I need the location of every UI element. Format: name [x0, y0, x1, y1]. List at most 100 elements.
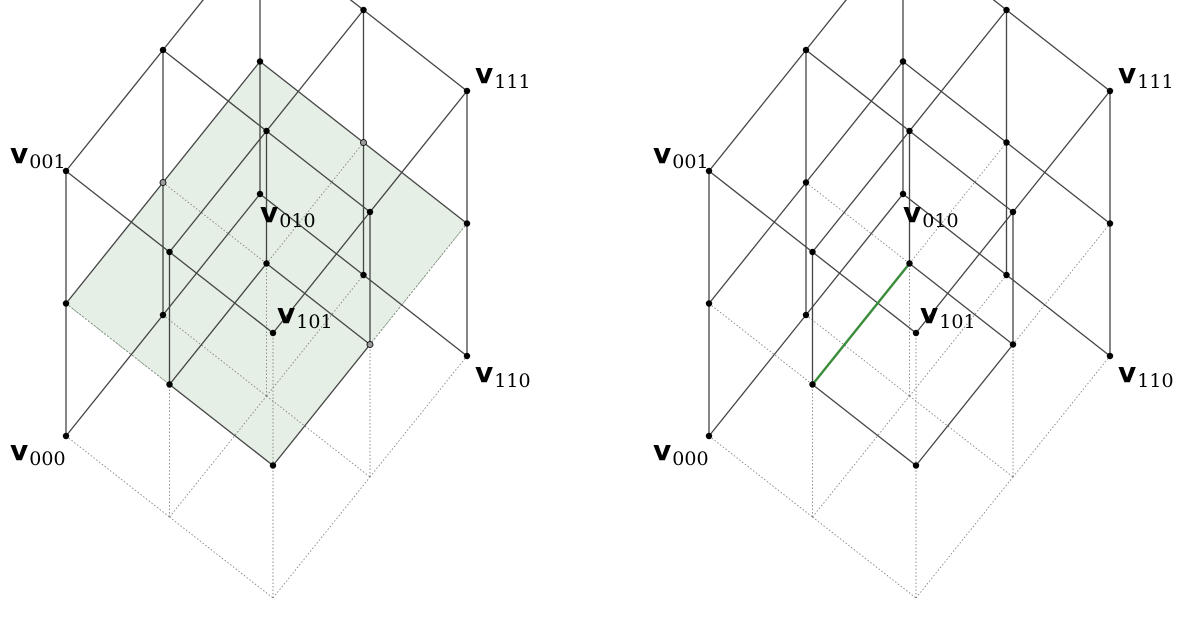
vertex-label-base: v	[10, 137, 28, 170]
cube-edge	[65, 314, 164, 437]
hidden-edge	[169, 395, 267, 518]
vertex-label-010: v010	[903, 196, 959, 232]
hidden-edge	[162, 182, 267, 264]
hidden-edge	[805, 314, 910, 397]
cube-edge	[915, 211, 1014, 334]
hidden-edge	[266, 274, 364, 397]
vertex-label-base: v	[653, 434, 671, 467]
grid-vertex	[809, 381, 816, 388]
cube-edge	[708, 314, 807, 437]
vertex-label-101: v101	[920, 297, 976, 333]
grid-vertex	[463, 352, 471, 360]
cube-edge	[259, 193, 364, 276]
cube-edge	[65, 49, 164, 172]
cube-edge	[168, 130, 268, 253]
vertex-label-subscript: 001	[29, 151, 65, 173]
vertex-label-101: v101	[277, 297, 333, 333]
grid-vertex	[1009, 341, 1017, 348]
vertex-label-subscript: 000	[29, 448, 65, 470]
grid-vertex	[705, 300, 713, 307]
vertex-label-base: v	[475, 356, 493, 389]
cube-edge	[908, 9, 1008, 132]
grid-vertex	[802, 179, 810, 186]
grid-vertex	[360, 6, 367, 14]
grid-vertex	[705, 167, 713, 175]
grid-vertex	[263, 127, 270, 135]
hidden-edge	[812, 395, 910, 518]
vertex-label-111: v111	[475, 57, 531, 93]
vertex-label-111: v111	[1118, 57, 1174, 93]
hidden-edge	[909, 274, 1007, 397]
cube-edge	[708, 170, 813, 253]
cube-edge	[162, 61, 261, 183]
vertex-label-110: v110	[1118, 356, 1174, 392]
grid-vertex	[809, 248, 816, 256]
vertex-label-010: v010	[260, 196, 316, 232]
grid-vertex	[159, 311, 167, 319]
cube-edge	[272, 344, 371, 466]
plane-vertex	[360, 139, 367, 146]
plane-vertex	[159, 179, 167, 186]
hidden-edge	[708, 303, 813, 385]
cube-edge	[363, 9, 468, 92]
grid-vertex	[1003, 6, 1010, 14]
grid-vertex	[463, 220, 471, 227]
grid-vertex	[62, 300, 70, 307]
hidden-edge	[812, 516, 917, 599]
cube-edge	[805, 193, 904, 316]
vertex-label-base: v	[10, 434, 28, 467]
cube-edge	[349, 0, 364, 11]
cube-edge	[266, 262, 371, 346]
grid-vertex	[802, 46, 810, 54]
grid-vertex	[269, 462, 277, 469]
vertex-label-subscript: 110	[494, 370, 530, 392]
grid-vertex	[269, 329, 277, 337]
cube-edge	[1006, 9, 1111, 92]
vertex-label-base: v	[903, 196, 921, 229]
grid-vertex	[263, 260, 270, 267]
hidden-edge	[65, 303, 170, 385]
cube-edge	[992, 0, 1007, 11]
grid-vertex	[912, 462, 920, 469]
vertex-label-base: v	[1118, 57, 1136, 90]
hidden-edge	[369, 355, 468, 478]
cube-edge	[65, 170, 170, 253]
vertex-label-base: v	[475, 57, 493, 90]
cube-edge	[1012, 90, 1111, 213]
cube-edge	[363, 141, 468, 225]
vertex-label-subscript: 111	[494, 71, 530, 93]
cube-edge	[915, 344, 1014, 466]
vertex-label-000: v000	[10, 434, 66, 470]
vertex-label-subscript: 111	[1137, 71, 1173, 93]
cube-edge	[259, 60, 364, 144]
cube-edge	[812, 251, 917, 334]
vertex-label-base: v	[920, 297, 938, 330]
grid-vertex	[899, 58, 907, 65]
hidden-edge	[708, 435, 813, 518]
cube-edge	[812, 383, 917, 467]
cube-edge	[162, 193, 261, 316]
cube-edge	[902, 193, 1007, 276]
vertex-label-subscript: 010	[922, 210, 958, 232]
cube-edge	[708, 182, 807, 304]
grid-vertex	[906, 127, 913, 135]
hidden-edge	[162, 314, 267, 397]
cube-edge	[272, 211, 371, 334]
grid-vertex	[1003, 271, 1010, 279]
vertex-label-subscript: 001	[672, 151, 708, 173]
vertex-label-subscript: 010	[279, 210, 315, 232]
grid-vertex	[62, 167, 70, 175]
grid-vertex	[360, 271, 367, 279]
hidden-edge	[909, 142, 1007, 264]
grid-vertex	[256, 58, 264, 65]
grid-vertex	[1106, 220, 1114, 227]
grid-vertex	[463, 87, 471, 95]
vertex-label-subscript: 000	[672, 448, 708, 470]
hidden-edge	[1012, 355, 1111, 478]
grid-vertex	[159, 46, 167, 54]
grid-vertex	[256, 190, 264, 198]
cube-edge	[1006, 274, 1111, 357]
cube-edge	[169, 383, 274, 467]
